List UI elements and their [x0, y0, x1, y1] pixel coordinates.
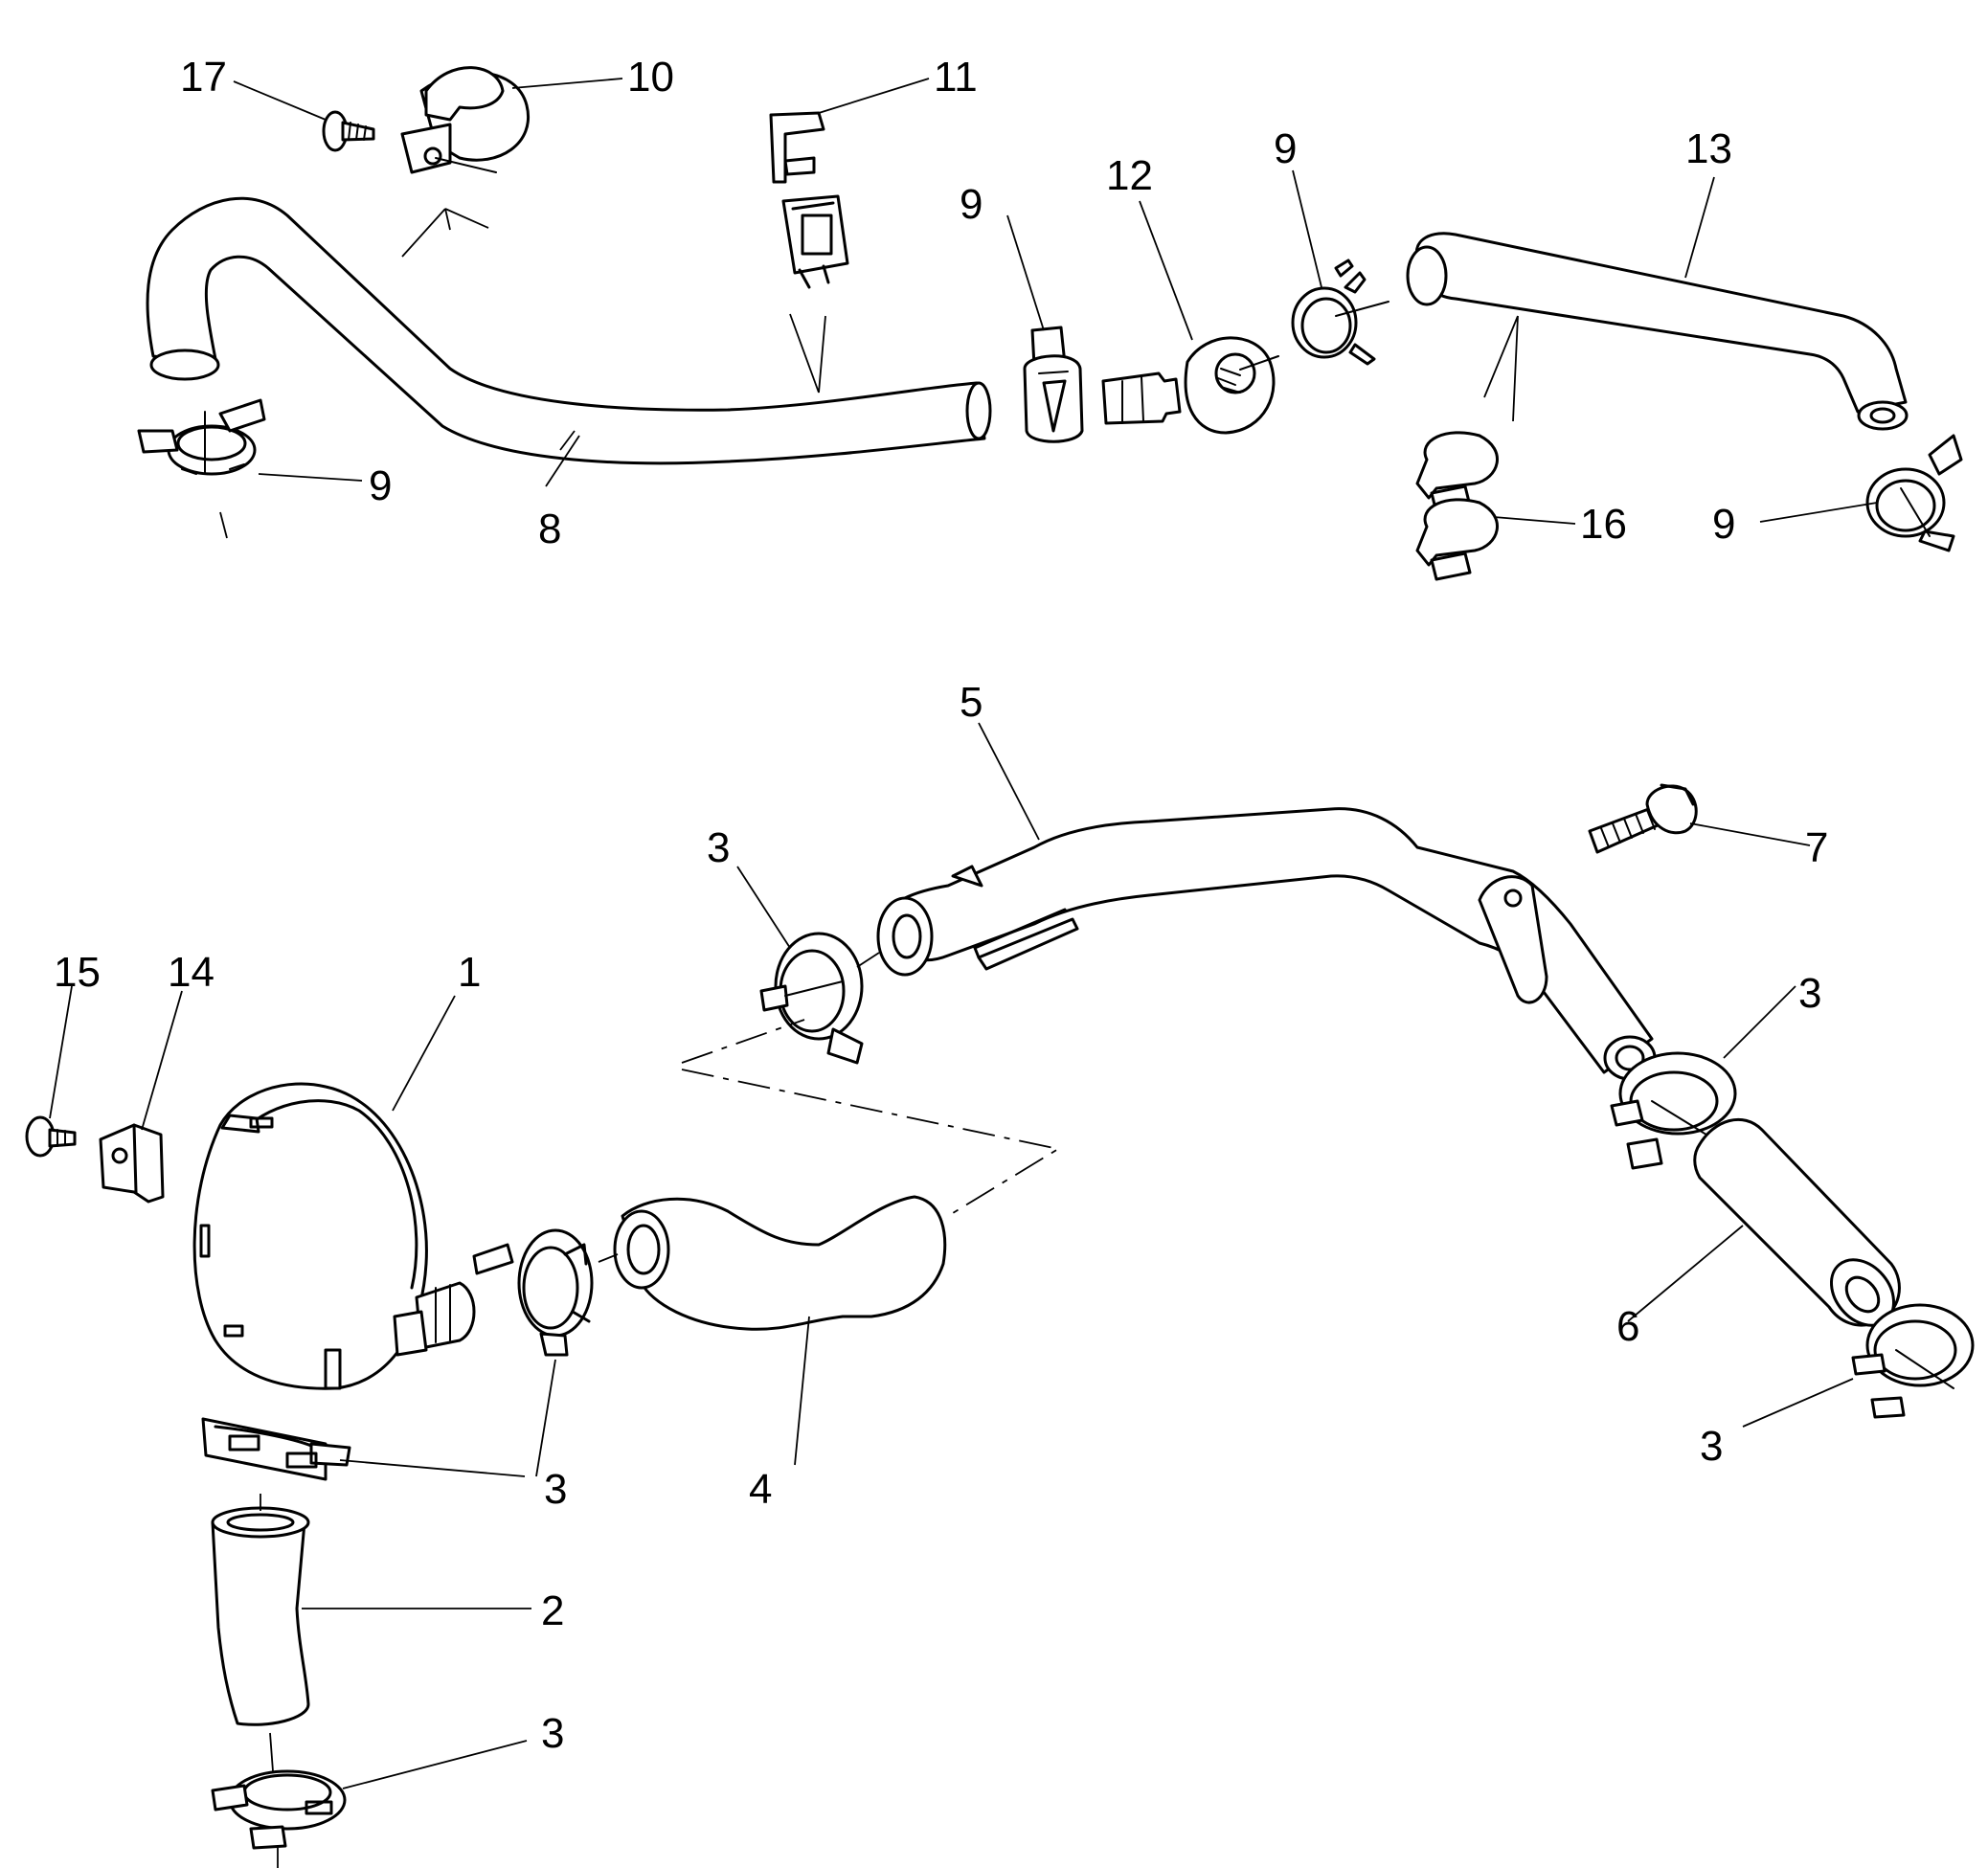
- callout-17: 17: [180, 54, 227, 101]
- clamp-part-9b: [1023, 326, 1084, 443]
- hose-part-4: [613, 1195, 947, 1331]
- clip-part-11: [769, 111, 849, 289]
- callout-numbers: 17 10 11 9 12 9 13 9 8 16 9 5 7 3 15 14 …: [54, 54, 1828, 1757]
- hose-part-13: [1406, 232, 1909, 431]
- callout-1: 1: [458, 949, 481, 996]
- hose-part-2: [211, 1506, 310, 1726]
- clamp-part-3f: [211, 1769, 347, 1850]
- callout-16: 16: [1580, 501, 1627, 548]
- callout-3-bottom-right: 3: [1700, 1423, 1723, 1470]
- callout-14: 14: [168, 949, 215, 996]
- callout-4: 4: [749, 1466, 772, 1513]
- callout-5: 5: [960, 679, 983, 726]
- screw-part-17: [322, 110, 375, 152]
- callout-8: 8: [538, 506, 561, 552]
- callout-3-pipe-left: 3: [707, 824, 730, 871]
- clamp-part-9c: [1291, 259, 1389, 366]
- callout-9-left: 9: [369, 462, 392, 509]
- callout-15: 15: [54, 949, 101, 996]
- pipe-part-5: [876, 807, 1657, 1081]
- callout-7: 7: [1805, 824, 1828, 871]
- clip-part-14: [99, 1123, 165, 1204]
- callout-3-separator: 3: [544, 1466, 567, 1513]
- callout-9-top-center: 9: [960, 181, 983, 228]
- separator-part-1: [192, 1082, 476, 1390]
- hose-part-6: [1693, 1117, 1901, 1327]
- bolt-part-7: [1588, 783, 1698, 854]
- leader-lines: [49, 78, 1878, 1868]
- clip-part-16: [1415, 431, 1499, 581]
- clamp-part-3b: [759, 932, 864, 1065]
- clamp-part-3a: [472, 1228, 594, 1357]
- callout-6: 6: [1616, 1303, 1639, 1350]
- clamp-part-9d: [1865, 434, 1963, 552]
- valve-part-12: [1101, 336, 1279, 435]
- clamp-part-3e: [201, 1417, 351, 1481]
- callout-9-top-right: 9: [1274, 125, 1297, 172]
- clamp-part-9a: [137, 398, 266, 476]
- callout-2: 2: [541, 1587, 564, 1634]
- clamp-part-3d: [1851, 1303, 1975, 1419]
- callout-9-right: 9: [1712, 501, 1735, 548]
- callout-3-pipe-right: 3: [1798, 970, 1821, 1017]
- callout-10: 10: [627, 54, 674, 101]
- callout-11: 11: [934, 54, 978, 101]
- hose-part-8: [146, 196, 992, 465]
- callout-13: 13: [1685, 125, 1732, 172]
- screw-part-15: [25, 1115, 77, 1158]
- callout-3-bottom: 3: [541, 1710, 564, 1757]
- clamp-part-3c: [1610, 1051, 1737, 1170]
- callout-12: 12: [1106, 152, 1153, 199]
- clamp-part-10: [400, 66, 530, 174]
- reference-lines: [681, 1019, 1061, 1217]
